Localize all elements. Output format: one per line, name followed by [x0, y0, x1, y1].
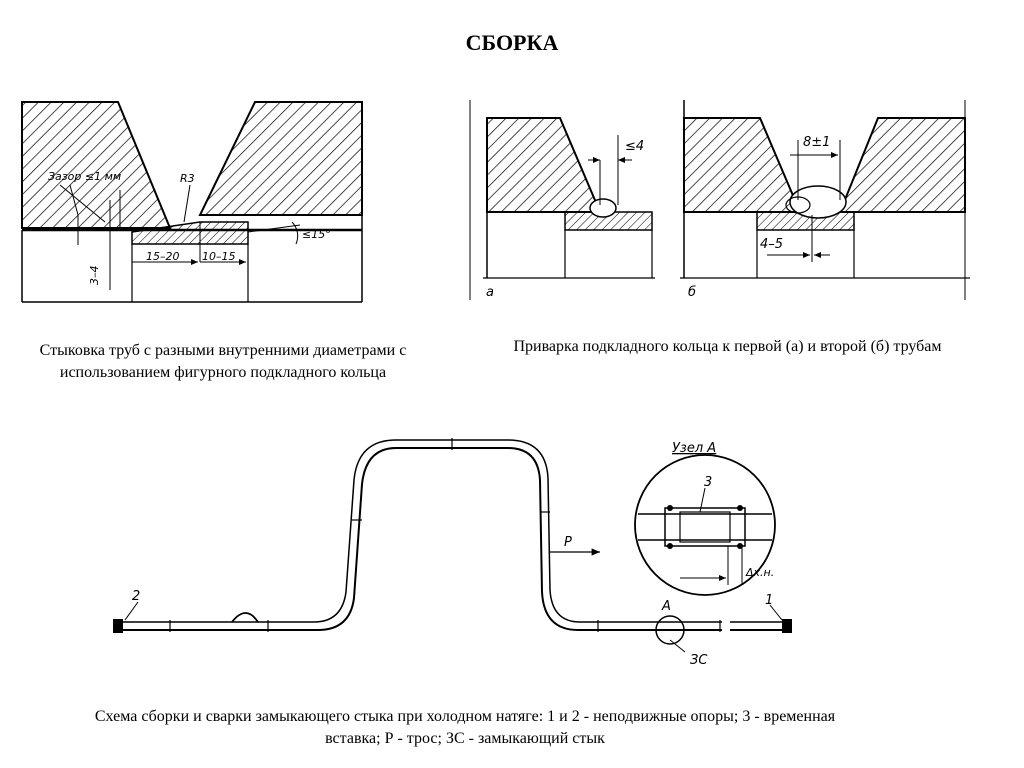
figure-pipe-joint-shaped-ring: Зазор ≤1 мм R3 ≤15° 15–20 10–15 3–4 — [21, 101, 363, 303]
angle-label: ≤15° — [302, 228, 331, 241]
temporary-insert — [664, 507, 746, 547]
dim-dx-label: Δх.н. — [745, 566, 774, 579]
pipe-wall-b-right — [838, 117, 966, 213]
figure-closing-joint-scheme: 2 1 Р А ЗС Узел А 3 Δх.н. — [113, 438, 792, 668]
support-2-label: 2 — [132, 589, 140, 604]
radius-label: R3 — [180, 172, 195, 185]
figure-ring-welding-b: 8±1 4–5 б — [680, 100, 970, 300]
dim-8-label: 8±1 — [803, 135, 830, 150]
dim-4-5-label: 4–5 — [760, 237, 783, 252]
figure-ring-welding-a: ≤4 а — [469, 100, 655, 300]
right-pipe-wall — [198, 101, 363, 216]
pipe-wall-a — [486, 117, 602, 213]
label-b: б — [688, 285, 696, 300]
pipeline-inner — [115, 439, 790, 623]
dim-15-20-label: 15–20 — [146, 250, 180, 263]
label-a: а — [486, 285, 494, 300]
weld-bead-b — [789, 185, 847, 219]
dim-le4-label: ≤4 — [625, 139, 644, 154]
caption-closing-joint: Схема сборки и сварки замыкающего стыка … — [94, 708, 836, 747]
insert-3-label: 3 — [704, 475, 712, 490]
dim-3-4-label: 3–4 — [88, 266, 101, 286]
node-a-circle — [655, 615, 685, 645]
fixed-support-1 — [782, 619, 792, 633]
joint-label: ЗС — [690, 653, 708, 668]
node-detail-circle — [634, 454, 776, 596]
dim-10-15-label: 10–15 — [202, 250, 236, 263]
gap-label: Зазор ≤1 мм — [48, 170, 121, 183]
weld-bead-a — [589, 198, 617, 218]
page-title: СБОРКА — [465, 30, 559, 55]
caption-pipe-joint: Стыковка труб с разными внутренними диам… — [39, 342, 407, 381]
left-pipe-wall — [21, 101, 172, 229]
support-1-label: 1 — [765, 593, 773, 608]
cable-label: Р — [564, 535, 572, 550]
node-a-label: А — [661, 599, 671, 614]
fixed-support-2 — [113, 619, 123, 633]
node-title: Узел А — [672, 441, 716, 456]
shaped-backing-ring — [131, 221, 249, 245]
pipeline-outer — [115, 447, 790, 631]
caption-ring-welding: Приварка подкладного кольца к первой (а)… — [513, 338, 942, 355]
